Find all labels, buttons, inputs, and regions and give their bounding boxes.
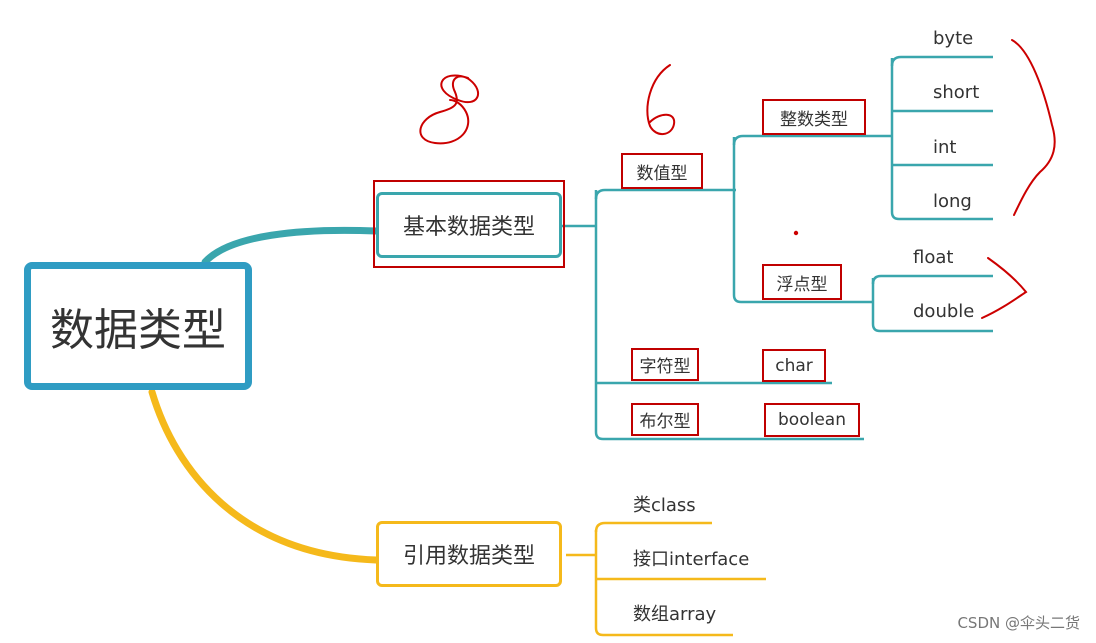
root-ref-link	[148, 388, 380, 564]
integer-type-long[interactable]: long	[933, 191, 972, 212]
float-category-label: 浮点型	[776, 274, 828, 295]
basic-types-node[interactable]: 基本数据类型	[376, 192, 562, 258]
root-node[interactable]: 数据类型	[24, 262, 252, 390]
integer-type-int[interactable]: int	[933, 137, 957, 158]
char-category-node[interactable]: 字符型	[631, 348, 699, 381]
char-category-label: 字符型	[639, 357, 691, 377]
integer-type-byte[interactable]: byte	[933, 28, 974, 49]
basic-types-label: 基本数据类型	[402, 215, 535, 240]
integer-label: 整数类型	[780, 109, 848, 130]
float-type-double[interactable]: double	[913, 301, 975, 322]
boolean-category-node[interactable]: 布尔型	[631, 403, 699, 436]
float-type-float[interactable]: float	[913, 247, 954, 268]
boolean-category-label: 布尔型	[639, 412, 691, 432]
char-type-label: char	[775, 355, 813, 376]
handwritten-annotations	[419, 39, 1056, 319]
basic-types-highlight	[373, 180, 565, 268]
numeric-node[interactable]: 数值型	[621, 153, 703, 189]
reference-item-interface[interactable]: 接口interface	[633, 549, 750, 570]
boolean-type-node[interactable]: boolean	[764, 403, 860, 437]
reference-item-class[interactable]: 类class	[633, 495, 696, 516]
numeric-label: 数值型	[636, 163, 688, 184]
boolean-type-label: boolean	[778, 410, 846, 430]
float-category-node[interactable]: 浮点型	[762, 264, 842, 300]
char-type-node[interactable]: char	[762, 349, 826, 382]
integer-type-short[interactable]: short	[933, 82, 980, 103]
watermark: CSDN @伞头二货	[957, 614, 1080, 632]
reference-item-array[interactable]: 数组array	[633, 604, 717, 625]
root-basic-link	[201, 226, 380, 266]
integer-node[interactable]: 整数类型	[762, 99, 866, 135]
reference-types-node[interactable]: 引用数据类型	[376, 521, 562, 587]
root-label: 数据类型	[50, 305, 226, 356]
reference-types-label: 引用数据类型	[402, 544, 535, 569]
